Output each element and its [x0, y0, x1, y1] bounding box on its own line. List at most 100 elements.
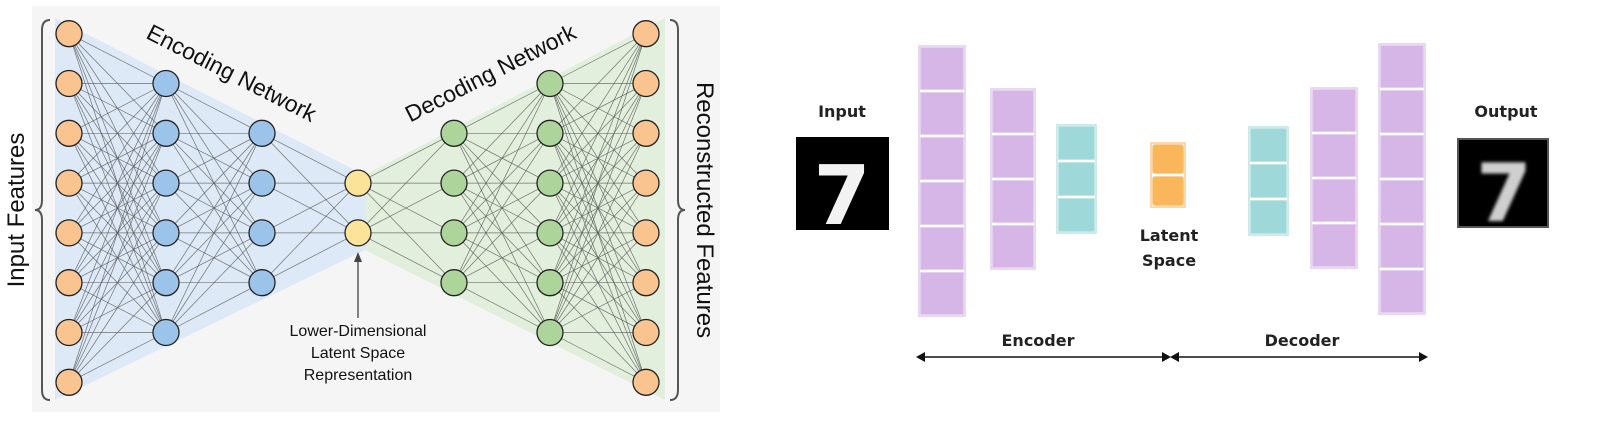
output-neuron	[632, 368, 660, 396]
input-digit: 7	[813, 149, 870, 244]
connection-edge	[549, 33, 647, 283]
output-neuron	[632, 119, 660, 147]
latent-neuron	[344, 219, 372, 247]
convolutional-autoencoder-diagram: Input 7 Output 7 Latent Space Encoder De…	[796, 43, 1549, 362]
output-neuron	[632, 69, 660, 98]
output-neuron	[632, 269, 660, 297]
output-neuron	[632, 219, 660, 247]
connection-edge	[549, 33, 647, 184]
connection-edge	[357, 232, 455, 284]
decoder-conv-block-outline	[1310, 87, 1358, 269]
connection-edge	[165, 83, 263, 134]
encoder-conv-block-cell	[991, 134, 1035, 179]
encoder-conv-block-cell	[919, 226, 965, 271]
autoencoder-network-diagram: Input Features Reconstructed Features En…	[3, 6, 720, 412]
input-label: Input	[818, 102, 866, 121]
input-neuron	[55, 69, 83, 98]
connection-edge	[261, 132, 359, 184]
encoder-conv-block-cell	[991, 224, 1035, 269]
encoder-dense-block-cell	[1057, 197, 1096, 233]
decoder-conv-block-cell	[1379, 269, 1425, 314]
encoder-hidden-neuron	[152, 69, 180, 98]
connection-edge	[549, 33, 647, 333]
connection-edge	[453, 232, 551, 284]
output-neuron	[632, 318, 660, 347]
decoder-conv-block-cell	[1379, 179, 1425, 224]
latent-pointer-arrowhead	[354, 252, 362, 262]
decoder-hidden-neuron	[536, 169, 564, 197]
connection-lines	[68, 33, 647, 383]
input-neuron	[55, 269, 83, 297]
input-digit-image: 7	[796, 137, 889, 244]
connection-edge	[549, 332, 647, 383]
decoder-conv-block-cell	[1379, 89, 1425, 134]
connection-edge	[549, 33, 647, 134]
encoder-dense-block-outline	[1056, 124, 1097, 234]
connection-edge	[453, 83, 551, 134]
connection-edge	[165, 232, 263, 333]
encoder-arrowhead-right	[1162, 352, 1171, 362]
decoder-conv-block-outline	[1378, 43, 1426, 315]
input-neuron	[55, 20, 83, 48]
encoder-hidden-neuron	[152, 318, 180, 347]
encoder-label: Encoder	[1002, 331, 1075, 350]
connection-edge	[165, 133, 263, 283]
encoding-region	[55, 18, 365, 400]
decoder-hidden-neuron	[440, 269, 468, 297]
encoder-conv-block-cell	[919, 91, 965, 136]
output-label: Output	[1474, 102, 1537, 121]
latent-neuron	[344, 169, 372, 197]
latent-block-cell	[1151, 175, 1185, 207]
input-neuron	[55, 119, 83, 147]
connection-edge	[549, 182, 647, 333]
reconstructed-features-label: Reconstructed Features	[691, 82, 718, 338]
encoder-hidden-neuron	[248, 269, 276, 297]
decoding-region	[365, 18, 665, 400]
encoder-conv-block-cell	[919, 136, 965, 181]
output-neuron	[632, 169, 660, 197]
connection-edge	[453, 133, 551, 283]
decoder-conv-block-cell	[1379, 44, 1425, 89]
neuron-layers	[55, 20, 660, 396]
decoder-dense-block-outline	[1248, 126, 1289, 236]
latent-space-label-line1: Latent	[1140, 226, 1199, 245]
encoder-dense-block-cell	[1057, 161, 1096, 197]
input-brace	[34, 19, 51, 401]
input-neuron	[55, 368, 83, 396]
connection-edge	[261, 182, 359, 234]
connection-edge	[549, 83, 647, 333]
decoder-hidden-neuron	[536, 69, 564, 98]
decoder-arrowhead-right	[1419, 352, 1428, 362]
decoder-conv-block-cell	[1311, 178, 1357, 223]
connection-edge	[549, 33, 647, 234]
latent-caption-line3: Representation	[304, 367, 413, 384]
encoder-hidden-neuron	[152, 219, 180, 247]
output-neuron	[632, 20, 660, 48]
connection-edge	[165, 282, 263, 333]
connection-edge	[68, 83, 167, 184]
connection-edge	[453, 83, 551, 234]
connection-edge	[68, 182, 167, 383]
decoder-hidden-neuron	[536, 219, 564, 247]
connection-edge	[68, 332, 167, 383]
decoder-hidden-neuron	[440, 169, 468, 197]
decoder-label: Decoder	[1265, 331, 1340, 350]
encoder-dense-block-cell	[1057, 125, 1096, 161]
connection-edge	[68, 83, 167, 333]
encoder-conv-block-outline	[990, 88, 1036, 270]
input-features-label: Input Features	[3, 133, 30, 288]
decoder-conv-block-cell	[1311, 223, 1357, 268]
connection-edge	[549, 232, 647, 333]
connection-edge	[68, 33, 167, 84]
output-digit: 7	[1476, 147, 1532, 240]
layer-blocks	[918, 43, 1426, 317]
output-digit-image: 7	[1457, 138, 1549, 240]
encoder-hidden-neuron	[152, 119, 180, 147]
encoder-hidden-neuron	[152, 269, 180, 297]
encoder-hidden-neuron	[248, 119, 276, 147]
connection-edge	[68, 83, 167, 234]
latent-caption-line2: Latent Space	[311, 345, 405, 362]
input-neuron	[55, 219, 83, 247]
encoder-arrowhead-left	[916, 352, 925, 362]
latent-block-cell	[1151, 143, 1185, 175]
